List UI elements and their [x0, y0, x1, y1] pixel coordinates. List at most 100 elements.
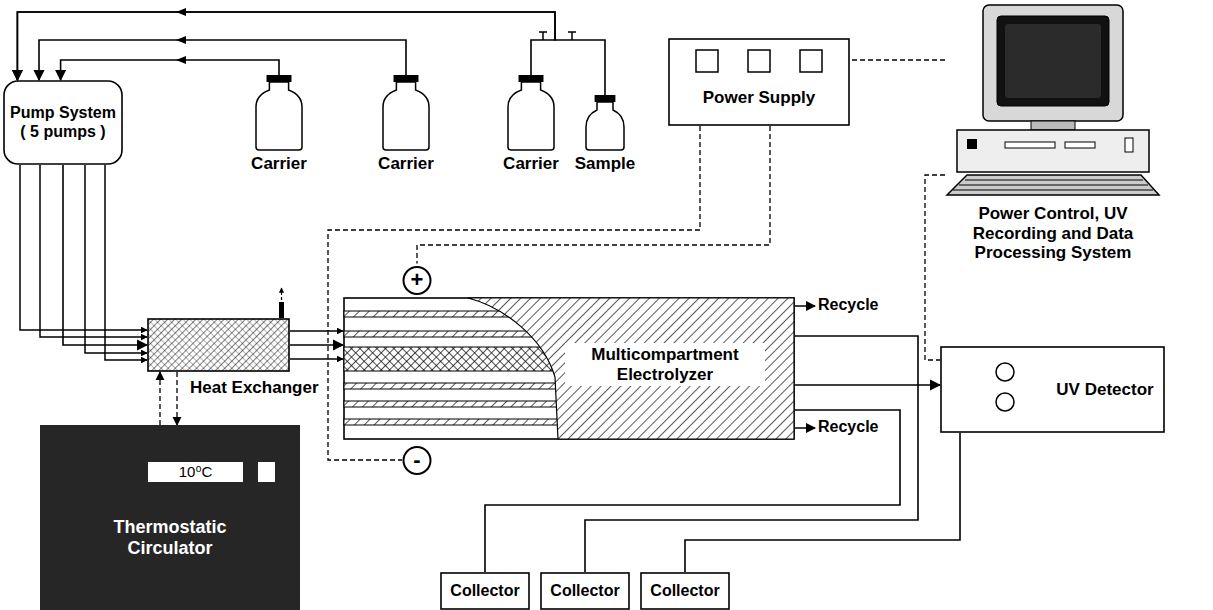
- signal-line: [925, 175, 945, 360]
- box-outline: [941, 347, 1164, 432]
- drive-bay: [1125, 138, 1133, 152]
- circulator-body: [40, 425, 300, 610]
- box-outline: [4, 81, 122, 164]
- outlet-label: Recycle: [818, 418, 879, 436]
- power-supply-box-shape: [668, 38, 850, 126]
- flow-tube: [290, 344, 343, 346]
- heat-exchanger: Heat Exchanger: [147, 318, 290, 372]
- bottle-label: Carrier: [477, 154, 585, 174]
- box-outline: [669, 39, 849, 125]
- sample-bottle-shape: [585, 95, 625, 150]
- membrane-band: [344, 419, 574, 425]
- carrier-bottle-shape: [507, 75, 555, 150]
- electrolyzer-housing: [468, 298, 794, 439]
- bottle-cap: [267, 75, 292, 82]
- box-title: Power Supply: [668, 88, 850, 108]
- carrier-bottle-shape: [255, 75, 303, 150]
- box-outline: [441, 573, 529, 609]
- monitor-frame: [983, 5, 1123, 121]
- collector-box: Collector: [440, 572, 530, 610]
- system-unit: [957, 130, 1149, 172]
- bottle-label: Carrier: [225, 154, 333, 174]
- box-title: UV Detector: [1055, 346, 1155, 433]
- power-button: [967, 139, 977, 149]
- box-outline: [641, 573, 729, 609]
- recycle-outlet: [795, 427, 815, 429]
- temperature-display: 10⁰C: [148, 462, 243, 482]
- pump-outlet-tube: [85, 165, 147, 353]
- flow-cell: [996, 393, 1014, 411]
- membrane-band: [344, 401, 574, 407]
- box-title: Collector: [640, 572, 730, 610]
- meter-window: [696, 50, 718, 72]
- box-title: Pump System ( 5 pumps ): [3, 80, 123, 165]
- sample-bottle: Sample: [585, 95, 625, 150]
- bottle-body: [256, 82, 302, 150]
- carrier-bottle: Carrier: [382, 75, 430, 150]
- collector-box: Collector: [540, 572, 630, 610]
- membrane-band: [344, 347, 574, 371]
- signal-line: [176, 372, 177, 425]
- polarity-sign: -: [402, 444, 432, 477]
- pump-outlet-tube: [40, 165, 147, 337]
- bottle-label: Sample: [555, 154, 655, 174]
- box-title: Collector: [440, 572, 530, 610]
- box-title: Multicompartment Electrolyzer: [565, 343, 765, 386]
- thermostatic-circulator: 10⁰C Thermostatic Circulator: [40, 425, 300, 610]
- outlet-label: Recycle: [818, 296, 879, 314]
- electrolyzer-box: Multicompartment Electrolyzer: [343, 297, 795, 440]
- pump-system-box: Pump System ( 5 pumps ): [3, 80, 123, 165]
- carrier-bottle-shape: [382, 75, 430, 150]
- flow-tube: [17, 12, 555, 80]
- key-row: [965, 180, 1143, 181]
- flow-tube: [63, 165, 147, 345]
- exchanger-body: [148, 319, 289, 371]
- keyboard: [947, 175, 1159, 195]
- flow-tube: [685, 433, 960, 572]
- bottle-cap: [519, 75, 544, 82]
- cathode-terminal: -: [402, 444, 432, 477]
- carrier-bottle: Carrier: [507, 75, 555, 150]
- box-title: Collector: [540, 572, 630, 610]
- component-label: Heat Exchanger: [190, 378, 319, 398]
- coolant-port: [279, 302, 284, 318]
- flow-cell: [996, 363, 1014, 381]
- signal-line: [159, 372, 160, 425]
- pump-outlet-tube: [20, 165, 147, 330]
- key-row: [959, 185, 1148, 186]
- computer-icon: Power Control, UV Recording and Data Pro…: [945, 4, 1160, 196]
- valve-symbol: [539, 32, 547, 40]
- bottle-body: [383, 82, 429, 150]
- meter-window: [800, 50, 822, 72]
- flow-tube: [39, 40, 406, 80]
- drive-slot: [1065, 142, 1095, 148]
- power-supply-box: Power Supply: [668, 38, 850, 126]
- compartment-inlet-tube: [290, 358, 343, 360]
- monitor-screen: [997, 16, 1109, 106]
- bottle-body: [586, 102, 624, 150]
- pump-outlet-tube: [105, 165, 147, 360]
- decoration-group: [20, 8, 815, 428]
- polarity-sign: +: [402, 264, 432, 297]
- control-button: [258, 462, 275, 482]
- computer-caption: Power Control, UV Recording and Data Pro…: [943, 204, 1163, 263]
- bottle-cap: [595, 95, 616, 102]
- recycle-outlet: [795, 305, 815, 307]
- uv-detector-box: UV Detector: [940, 346, 1165, 433]
- meter-window: [748, 50, 770, 72]
- carrier-bottle: Carrier: [255, 75, 303, 150]
- collector-box: Collector: [640, 572, 730, 610]
- bottle-label: Carrier: [352, 154, 460, 174]
- compartment-inlet-tube: [290, 330, 343, 332]
- box-outline: [541, 573, 629, 609]
- valve-symbol: [568, 32, 576, 40]
- electrolyzer-outline: [344, 298, 794, 439]
- heat-exchanger-shape: [147, 318, 290, 372]
- signal-line: [850, 59, 945, 60]
- drive-slot: [1005, 142, 1055, 148]
- bottle-body: [508, 82, 554, 150]
- box-title: Thermostatic Circulator: [95, 517, 245, 558]
